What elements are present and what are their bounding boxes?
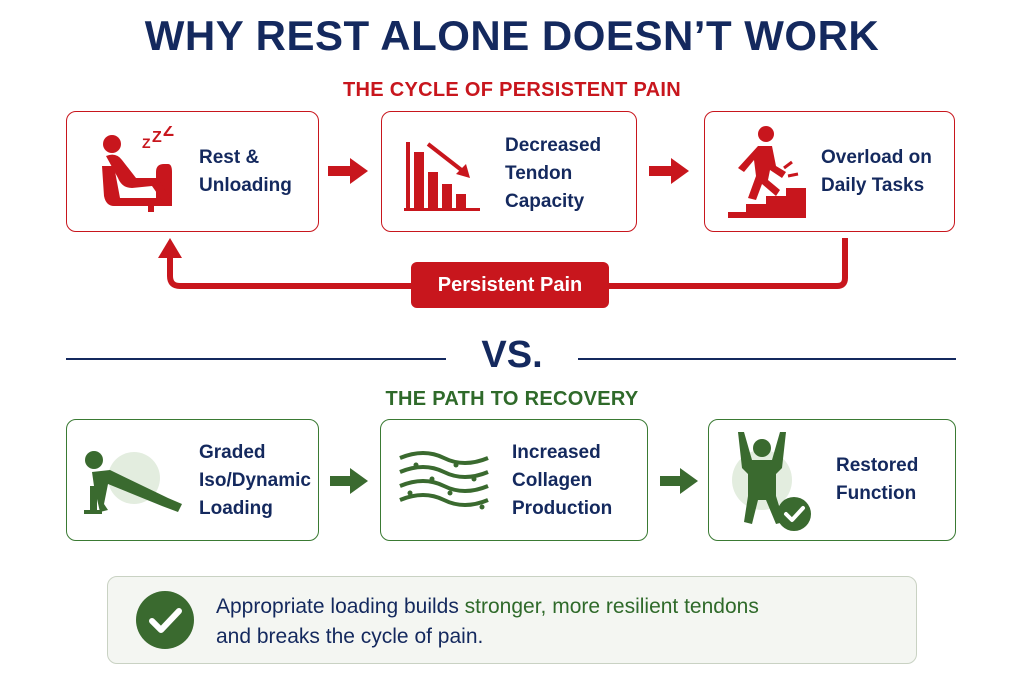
summary-text-start: Appropriate loading builds bbox=[216, 595, 465, 618]
person-plank-exercise-icon bbox=[78, 446, 188, 520]
collagen-fibers-icon bbox=[396, 448, 492, 512]
divider-left bbox=[66, 358, 446, 360]
declining-bar-chart-icon bbox=[400, 130, 482, 212]
resting-person-icon: Z Z Z bbox=[92, 126, 184, 214]
summary-callout bbox=[107, 576, 917, 664]
recovery-step-label: Increased Collagen Production bbox=[512, 442, 613, 519]
summary-text: Appropriate loading builds stronger, mor… bbox=[216, 592, 896, 652]
persistent-pain-label: Persistent Pain bbox=[411, 262, 609, 308]
versus-label: VS. bbox=[481, 334, 543, 376]
cycle-step-label: Decreased Tendon Capacity bbox=[505, 135, 602, 212]
cycle-step-label: Rest & Unloading bbox=[199, 147, 292, 196]
person-climbing-stairs-icon bbox=[726, 124, 808, 220]
recovery-step-label: Graded Iso/Dynamic Loading bbox=[199, 442, 311, 519]
arrow-right-icon bbox=[328, 158, 368, 184]
recovery-heading: THE PATH TO RECOVERY bbox=[385, 388, 639, 410]
page-title: WHY REST ALONE DOESN’T WORK bbox=[144, 12, 880, 59]
cycle-step-overload bbox=[704, 111, 955, 232]
arrow-right-icon bbox=[330, 468, 368, 494]
cycle-heading: THE CYCLE OF PERSISTENT PAIN bbox=[342, 79, 682, 101]
arrow-right-icon bbox=[660, 468, 698, 494]
check-circle-icon bbox=[135, 590, 195, 650]
svg-text:Z: Z bbox=[152, 129, 162, 146]
svg-text:Z: Z bbox=[142, 135, 151, 151]
cycle-step-label: Overload on Daily Tasks bbox=[821, 147, 932, 196]
person-celebrating-with-check-icon bbox=[726, 430, 816, 534]
summary-highlight: stronger, more resilient tendons bbox=[464, 595, 759, 618]
arrow-right-icon bbox=[649, 158, 689, 184]
svg-text:Z: Z bbox=[163, 126, 174, 140]
summary-text-end: and breaks the cycle of pain. bbox=[216, 625, 484, 648]
divider-right bbox=[578, 358, 956, 360]
recovery-step-label: Restored Function bbox=[836, 455, 919, 504]
